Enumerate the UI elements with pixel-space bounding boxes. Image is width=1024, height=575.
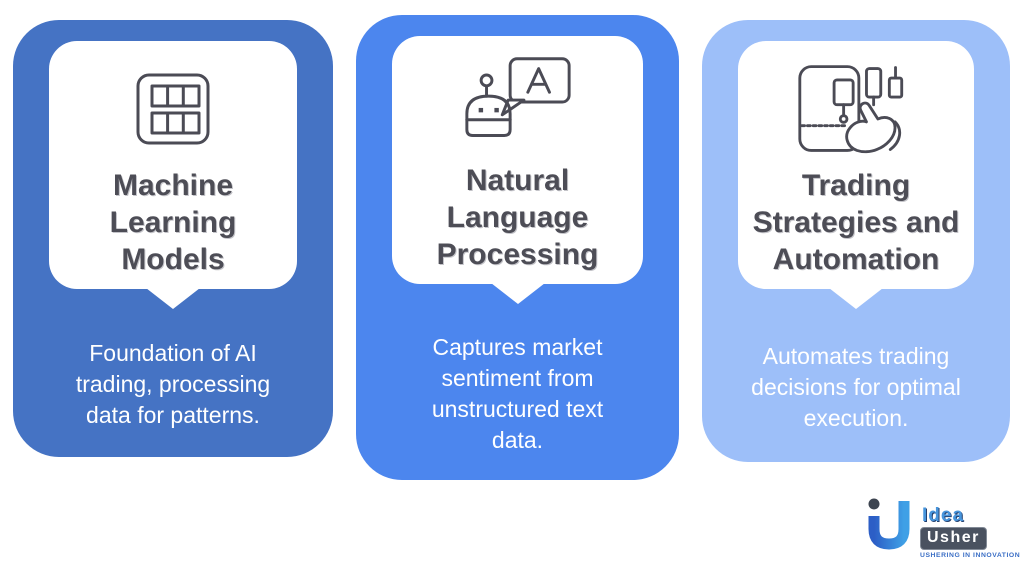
panel-pointer — [829, 288, 883, 309]
logo-text-block: Idea Usher USHERING IN INNOVATION — [920, 505, 1021, 559]
card-trading-strategies-automation: Trading Strategies and Automation Automa… — [702, 20, 1010, 462]
trading-automation-icon-svg — [798, 65, 904, 154]
logo-brand-usher: Usher — [920, 527, 987, 550]
nlp-robot-chat-icon — [459, 48, 577, 160]
panel-pointer — [490, 283, 545, 304]
ml-models-grid-icon — [135, 53, 211, 165]
nlp-robot-chat-icon-svg — [464, 57, 571, 137]
card-title: Natural Language Processing — [436, 164, 599, 271]
ml-models-grid-icon-svg — [136, 73, 210, 145]
card-title: Trading Strategies and Automation — [752, 169, 960, 276]
trading-automation-icon — [794, 53, 918, 165]
card-description: Foundation of AI trading, processing dat… — [75, 340, 271, 428]
card-title: Machine Learning Models — [109, 169, 237, 276]
card-header-panel: Natural Language Processing — [392, 36, 643, 284]
card-natural-language-processing: Natural Language Processing Captures mar… — [356, 15, 679, 480]
panel-pointer — [146, 288, 200, 309]
card-description: Automates trading decisions for optimal … — [751, 342, 961, 431]
card-machine-learning-models: Machine Learning Models Foundation of AI… — [13, 20, 333, 457]
logo-brand-idea: Idea — [922, 505, 965, 526]
card-header-panel: Machine Learning Models — [49, 41, 297, 289]
logo-tagline: USHERING IN INNOVATION — [920, 552, 1021, 559]
card-description: Captures market sentiment from unstructu… — [431, 333, 604, 453]
idea-usher-logo: Idea Usher USHERING IN INNOVATION — [862, 494, 1021, 568]
idea-usher-logo-mark-icon — [868, 498, 910, 550]
logo-brand-usher-text: Usher — [927, 529, 980, 546]
card-header-panel: Trading Strategies and Automation — [738, 41, 974, 289]
